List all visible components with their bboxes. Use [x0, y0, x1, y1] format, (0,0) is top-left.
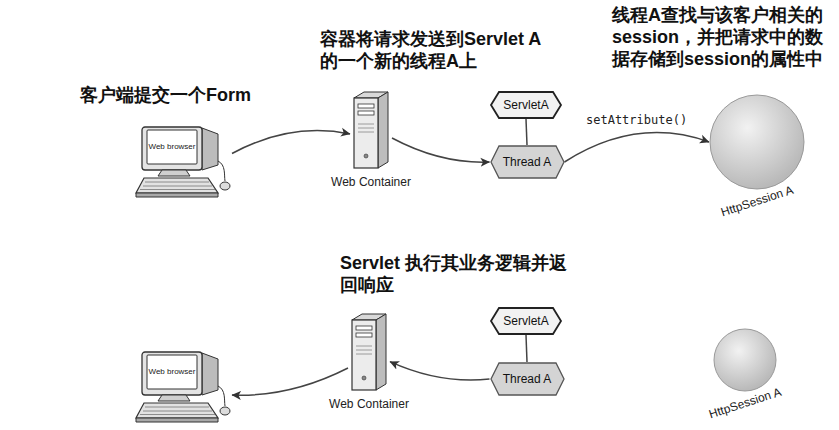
computer-part — [220, 407, 230, 415]
server-illustration — [350, 90, 392, 170]
sphere-shape — [710, 95, 804, 189]
hexagon-shape — [491, 308, 561, 334]
client-computer: Web browser — [132, 350, 232, 425]
client-computer: Web browser — [132, 125, 232, 200]
node-label: ServletA — [503, 314, 548, 328]
computer-part — [136, 403, 218, 418]
hexagon-shape — [491, 146, 564, 178]
computer-part — [218, 161, 225, 181]
computer-illustration — [132, 125, 232, 200]
computer-part — [142, 352, 202, 395]
thread-hexagon: Thread A — [490, 145, 565, 179]
annotation-note: 容器将请求发送到Servlet A的一个新的线程A上 — [320, 28, 550, 72]
web-container-server: Web Container — [350, 90, 392, 170]
computer-part — [142, 127, 202, 170]
sphere-shape — [714, 329, 776, 391]
computer-part — [136, 178, 218, 193]
connector-arrow — [390, 362, 490, 380]
node-label: Thread A — [503, 155, 552, 169]
computer-part — [202, 353, 218, 395]
server-part — [364, 154, 368, 158]
web-container-server: Web Container — [348, 312, 390, 392]
computer-part — [140, 407, 215, 415]
server-label: Web Container — [331, 175, 411, 189]
computer-part — [147, 130, 197, 164]
session-sphere — [713, 328, 777, 392]
hexagon-shape — [491, 363, 564, 395]
connector-arrow — [565, 133, 710, 162]
computer-part — [202, 128, 218, 170]
server-label: Web Container — [329, 397, 409, 411]
connector-arrow — [232, 368, 348, 395]
server-part — [352, 320, 376, 390]
server-part — [358, 124, 374, 132]
node-label: ServletA — [503, 98, 548, 112]
hexagon-text-area: Thread A — [490, 145, 565, 179]
connector-arrow — [526, 335, 527, 362]
session-sphere — [709, 94, 805, 190]
hexagon-text-area: ServletA — [490, 91, 562, 119]
servlet-hexagon: ServletA — [490, 307, 562, 335]
hexagon-text-area: ServletA — [490, 307, 562, 335]
screen-text: Web browser — [149, 367, 196, 376]
servlet-hexagon: ServletA — [490, 91, 562, 119]
hexagon-text-area: Thread A — [490, 362, 565, 396]
server-part — [358, 111, 374, 115]
screen-area: Web browser — [148, 356, 196, 388]
computer-illustration — [132, 350, 232, 425]
session-circle: HttpSession A — [713, 328, 777, 392]
server-illustration — [348, 312, 390, 392]
computer-part — [147, 355, 197, 389]
node-label: Thread A — [503, 372, 552, 386]
computer-part — [158, 395, 190, 401]
annotation-note: 客户端提交一个Form — [80, 84, 290, 106]
annotation-note: Servlet 执行其业务逻辑并返回响应 — [340, 252, 580, 296]
server-part — [356, 326, 372, 330]
computer-part — [136, 418, 218, 422]
session-circle: HttpSession A — [709, 94, 805, 190]
annotation-note: 线程A查找与该客户相关的session，并把请求中的数据存储到session的属… — [612, 4, 830, 70]
connector-arrow — [392, 138, 490, 162]
computer-part — [158, 170, 190, 176]
server-part — [378, 92, 388, 168]
connector-arrow — [232, 131, 350, 154]
computer-part — [220, 182, 230, 190]
server-part — [376, 314, 386, 390]
computer-part — [140, 182, 215, 190]
screen-text: Web browser — [149, 142, 196, 151]
thread-hexagon: Thread A — [490, 362, 565, 396]
edge-label: setAttribute() — [584, 113, 689, 127]
computer-part — [218, 386, 225, 406]
computer-part — [136, 193, 218, 197]
server-part — [356, 346, 372, 354]
connector-arrow — [526, 119, 527, 145]
server-part — [362, 376, 366, 380]
server-part — [354, 98, 378, 168]
hexagon-shape — [491, 92, 561, 118]
screen-area: Web browser — [148, 131, 196, 163]
server-part — [356, 333, 372, 337]
server-part — [358, 104, 374, 108]
